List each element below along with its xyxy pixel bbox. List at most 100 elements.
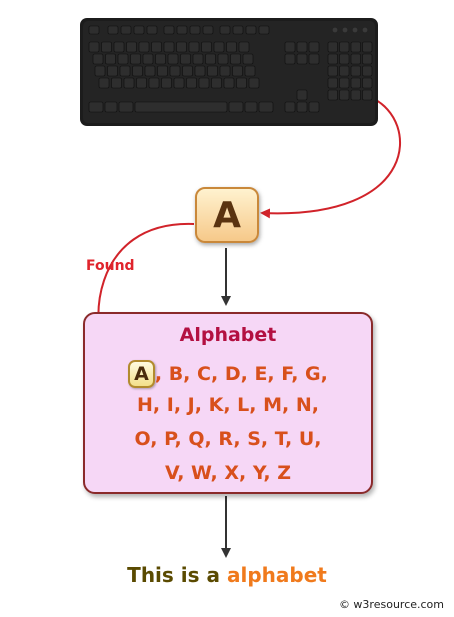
alphabet-row: O, P, Q, R, S, T, U, bbox=[85, 428, 371, 462]
keyboard-key bbox=[198, 77, 210, 89]
keyboard-key bbox=[201, 41, 212, 53]
found-label: Found bbox=[86, 258, 135, 274]
keyboard-key bbox=[245, 25, 257, 35]
keyboard-key bbox=[284, 41, 296, 53]
keyboard-key bbox=[350, 77, 361, 89]
keyboard-key bbox=[132, 65, 143, 77]
letter: J, bbox=[187, 394, 202, 416]
keyboard-key bbox=[119, 65, 131, 77]
keyboard-key bbox=[296, 89, 308, 101]
keyboard-key bbox=[327, 77, 338, 89]
keyboard-keys bbox=[88, 25, 373, 113]
keyboard-key bbox=[88, 101, 104, 113]
letter: N, bbox=[295, 394, 319, 416]
letter: V, bbox=[164, 462, 185, 484]
keyboard-key bbox=[180, 53, 191, 65]
keyboard-key bbox=[134, 101, 228, 113]
keyboard-key bbox=[182, 65, 193, 77]
keyboard-key bbox=[327, 65, 338, 77]
keyboard-key bbox=[258, 101, 274, 113]
keyboard-key bbox=[202, 25, 214, 35]
letter-comma: , bbox=[154, 363, 163, 385]
letter: H, bbox=[137, 394, 161, 416]
keyboard-key bbox=[211, 77, 222, 89]
alphabet-row: V, W, X, Y, Z bbox=[85, 462, 371, 496]
keyboard-key bbox=[98, 77, 110, 89]
keyboard-key bbox=[350, 53, 361, 65]
keyboard-key bbox=[232, 25, 244, 35]
letter: K, bbox=[208, 394, 231, 416]
letter: X, bbox=[224, 462, 247, 484]
letter: P, bbox=[164, 428, 182, 450]
keyboard-key bbox=[327, 89, 338, 101]
keyboard-key bbox=[244, 101, 258, 113]
keyboard-key bbox=[207, 65, 218, 77]
keyboard-key bbox=[244, 65, 256, 77]
letter: B, bbox=[168, 363, 191, 385]
keyboard-indicator bbox=[332, 27, 338, 33]
keyboard-key bbox=[144, 65, 156, 77]
keyboard-key bbox=[163, 25, 175, 35]
letter: M, bbox=[263, 394, 290, 416]
keyboard-key bbox=[232, 65, 243, 77]
keyboard-indicator bbox=[362, 27, 368, 33]
keyboard-key bbox=[296, 41, 308, 53]
keyboard-key bbox=[308, 101, 320, 113]
keyboard-key bbox=[296, 101, 308, 113]
letter: O, bbox=[134, 428, 158, 450]
keyboard-indicator bbox=[342, 27, 348, 33]
keyboard-key bbox=[146, 25, 158, 35]
keyboard-key bbox=[138, 41, 150, 53]
letter: W, bbox=[191, 462, 218, 484]
keyboard-key bbox=[350, 89, 361, 101]
keyboard-key bbox=[107, 25, 119, 35]
alphabet-row: H, I, J, K, L, M, N, bbox=[85, 394, 371, 428]
letter: Q, bbox=[188, 428, 212, 450]
keyboard-key bbox=[226, 41, 237, 53]
keyboard-key bbox=[308, 53, 320, 65]
keyboard-key bbox=[105, 53, 116, 65]
keyboard-key bbox=[173, 77, 185, 89]
letter: Y, bbox=[252, 462, 271, 484]
keyboard-key bbox=[362, 89, 373, 101]
keyboard-key bbox=[155, 53, 166, 65]
letter: Z bbox=[277, 462, 292, 484]
keyboard-key bbox=[117, 53, 129, 65]
input-key-letter: A bbox=[213, 194, 241, 236]
keyboard-key bbox=[248, 77, 260, 89]
keyboard-key bbox=[242, 53, 254, 65]
keyboard-key bbox=[258, 25, 270, 35]
keyboard-key bbox=[176, 41, 187, 53]
keyboard-key bbox=[219, 65, 231, 77]
letter: G, bbox=[305, 363, 328, 385]
keyboard-indicator bbox=[352, 27, 358, 33]
keyboard-key bbox=[161, 77, 172, 89]
keyboard-key bbox=[339, 89, 350, 101]
keyboard-key bbox=[94, 65, 106, 77]
alphabet-row: A, B, C, D, E, F, G, bbox=[85, 360, 371, 394]
keyboard-key bbox=[104, 101, 118, 113]
keyboard-key bbox=[308, 41, 320, 53]
watermark: © w3resource.com bbox=[338, 598, 444, 611]
keyboard-key bbox=[151, 41, 162, 53]
keyboard-key bbox=[205, 53, 216, 65]
keyboard-key bbox=[339, 77, 350, 89]
keyboard-key bbox=[92, 53, 104, 65]
keyboard-key bbox=[284, 101, 296, 113]
letter: R, bbox=[218, 428, 241, 450]
keyboard-key bbox=[142, 53, 154, 65]
keyboard-key bbox=[362, 41, 373, 53]
keyboard-key bbox=[107, 65, 118, 77]
keyboard-key bbox=[123, 77, 135, 89]
keyboard-key bbox=[223, 77, 235, 89]
keyboard-key bbox=[339, 53, 350, 65]
keyboard-key bbox=[350, 41, 361, 53]
alphabet-box: Alphabet A, B, C, D, E, F, G, H, I, J, K… bbox=[83, 312, 373, 494]
keyboard-key bbox=[118, 101, 134, 113]
letter: D, bbox=[224, 363, 248, 385]
keyboard-key bbox=[327, 41, 338, 53]
keyboard-key bbox=[194, 65, 206, 77]
keyboard-key bbox=[186, 77, 197, 89]
keyboard-key bbox=[148, 77, 160, 89]
letter: E, bbox=[254, 363, 275, 385]
